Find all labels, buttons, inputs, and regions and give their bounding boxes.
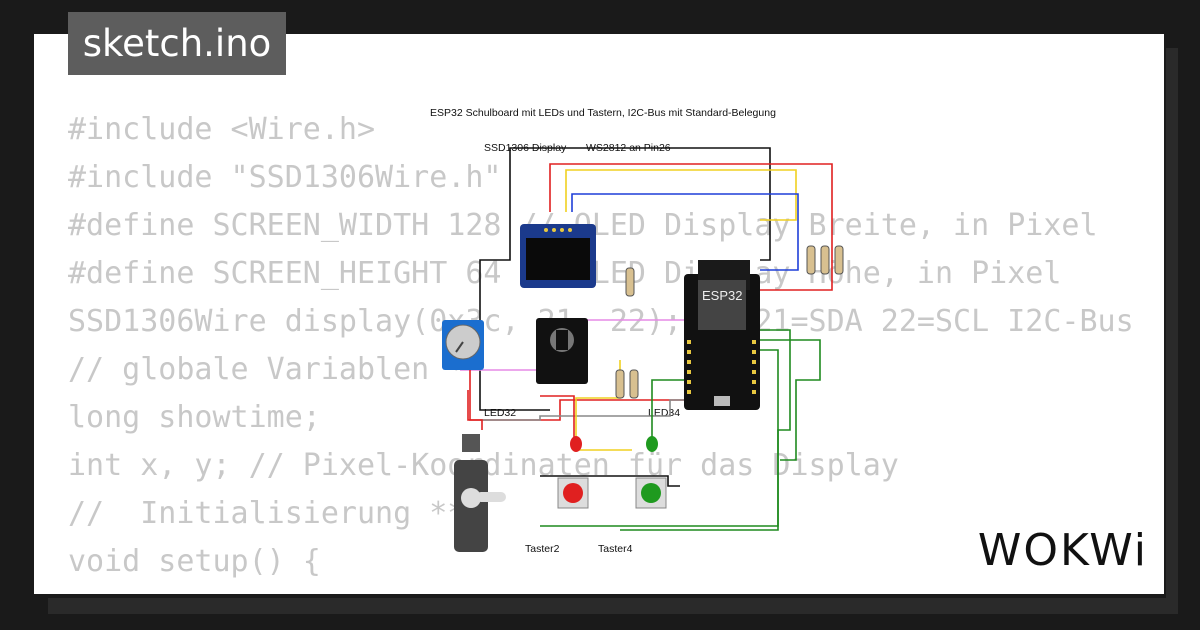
label-led32: LED32 bbox=[484, 407, 516, 419]
resistor-3 bbox=[820, 245, 830, 275]
potentiometer bbox=[442, 320, 484, 370]
esp32-label: ESP32 bbox=[702, 288, 742, 303]
code-line: void setup() { bbox=[68, 544, 321, 579]
wire-black-buttons bbox=[540, 475, 680, 487]
card-shadow-bottom bbox=[48, 598, 1178, 614]
resistor-5 bbox=[615, 369, 625, 399]
resistors bbox=[615, 245, 844, 399]
wire-green-far bbox=[760, 339, 821, 461]
wire-green-right bbox=[620, 329, 791, 531]
resistor-4 bbox=[834, 245, 844, 275]
resistor-6 bbox=[629, 369, 639, 399]
label-led34: LED34 bbox=[648, 407, 680, 419]
pushbutton-taster4 bbox=[635, 477, 667, 509]
code-line: display.init(); // Initialisierung des O… bbox=[68, 586, 1134, 594]
filename-badge: sketch.ino bbox=[68, 12, 286, 75]
wire-servo bbox=[467, 390, 483, 430]
resistor-1 bbox=[625, 267, 635, 297]
code-line: long showtime; bbox=[68, 400, 321, 435]
diagram-title: ESP32 Schulboard mit LEDs und Tastern, I… bbox=[430, 107, 776, 119]
wire-blue-top bbox=[571, 193, 799, 271]
led-red bbox=[570, 436, 582, 452]
wokwi-logo: WOKWi bbox=[977, 525, 1148, 576]
code-line: #include "SSD1306Wire.h" bbox=[68, 160, 502, 195]
card-shadow-right bbox=[1166, 48, 1178, 614]
wire-red-top bbox=[549, 163, 833, 291]
led-green bbox=[646, 436, 658, 452]
resistor-2 bbox=[806, 245, 816, 275]
wire-red-pot bbox=[469, 370, 690, 421]
code-line: #include <Wire.h> bbox=[68, 112, 376, 147]
label-taster4: Taster4 bbox=[598, 543, 633, 555]
esp32-pins bbox=[687, 340, 756, 394]
esp32-board: ESP32 bbox=[684, 260, 760, 410]
circuit-diagram: ESP32 Schulboard mit LEDs und Tastern, I… bbox=[430, 107, 844, 555]
oled-display bbox=[520, 224, 596, 288]
wire-yellow-top bbox=[565, 169, 797, 221]
wire-black-top bbox=[509, 147, 771, 261]
wires bbox=[460, 147, 833, 531]
pushbutton-taster2 bbox=[557, 477, 589, 509]
wire-black-left bbox=[479, 212, 550, 411]
code-line: int x, y; // Pixel-Koordinaten für das D… bbox=[68, 448, 899, 483]
code-line: // globale Variablen ** bbox=[68, 352, 484, 387]
wire-red-led32 bbox=[540, 395, 575, 446]
label-taster2: Taster2 bbox=[525, 543, 560, 555]
servo-motor bbox=[454, 434, 506, 552]
rotary-encoder bbox=[536, 318, 588, 384]
wire-gray bbox=[480, 399, 692, 421]
preview-card: #include <Wire.h> #include "SSD1306Wire.h… bbox=[34, 34, 1164, 594]
